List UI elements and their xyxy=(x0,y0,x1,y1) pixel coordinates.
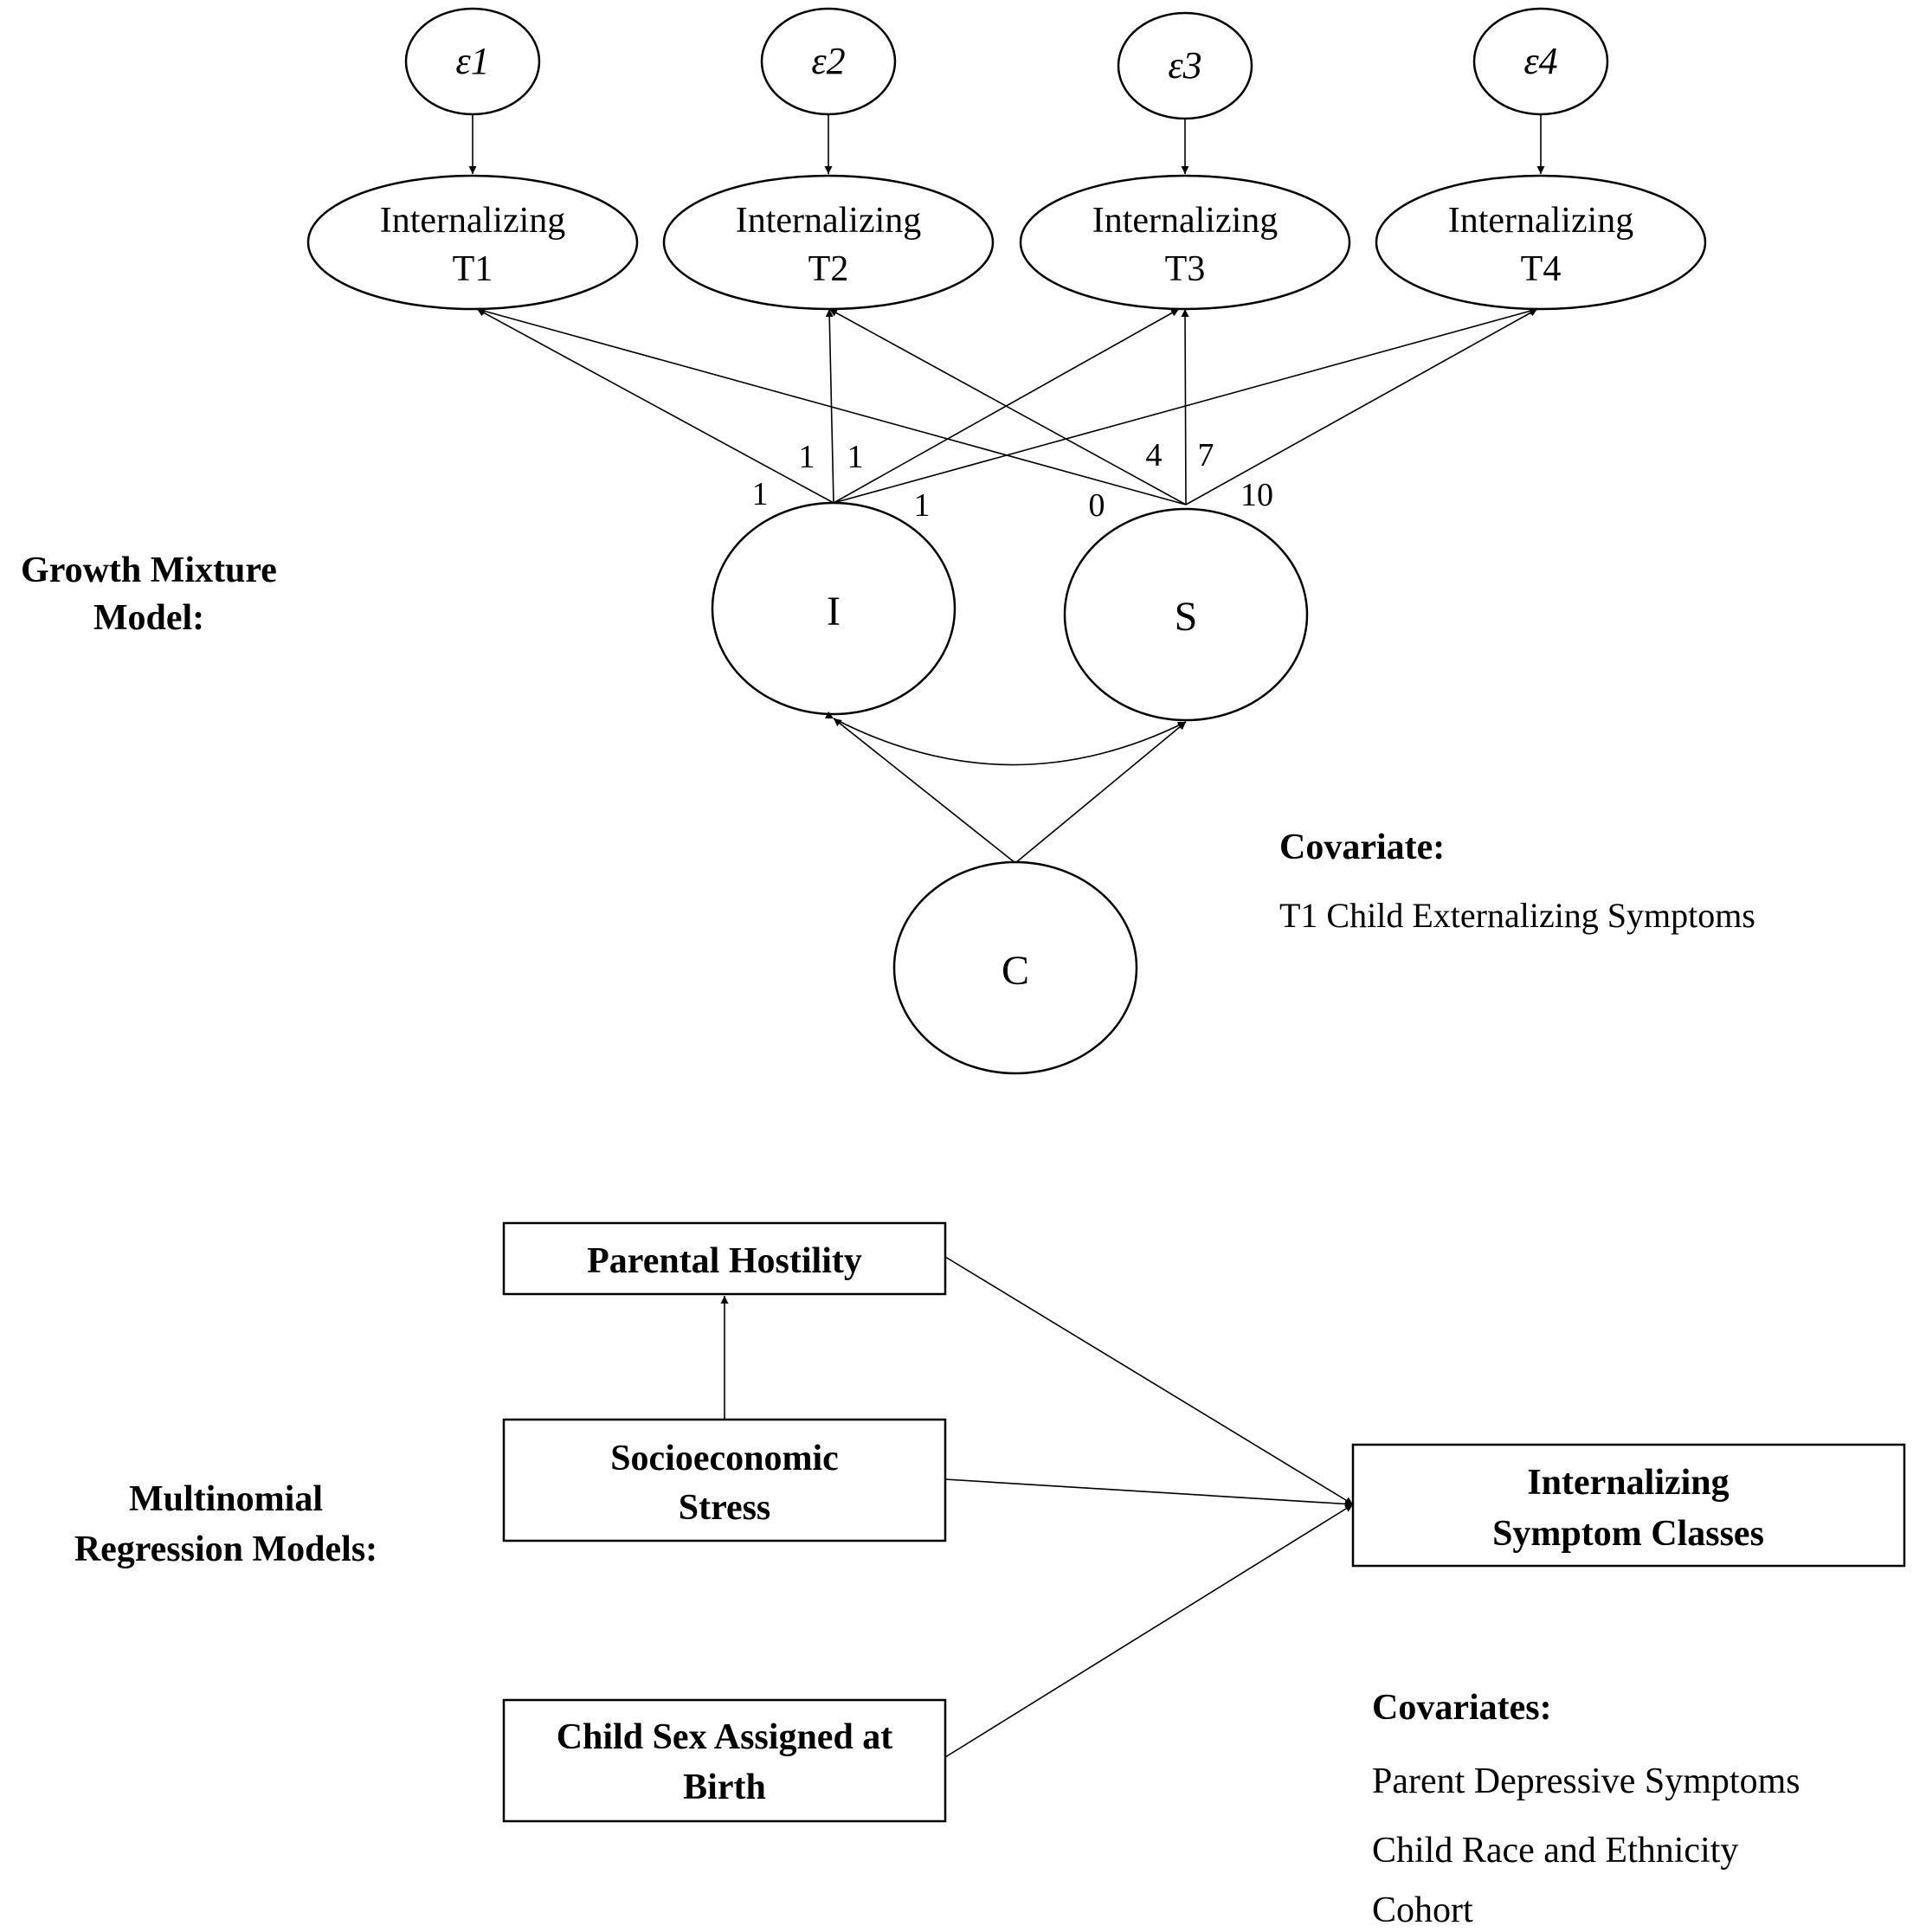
error4-label: ε4 xyxy=(1523,40,1557,82)
outcome-label-line2: Symptom Classes xyxy=(1492,1514,1764,1554)
mrm-covariate-1: Parent Depressive Symptoms xyxy=(1372,1761,1800,1801)
parental-hostility-box xyxy=(502,1221,947,1296)
indicator-t1-line1: Internalizing xyxy=(380,201,566,241)
error3-circle xyxy=(1117,11,1253,120)
indicator-t3-line1: Internalizing xyxy=(1092,201,1279,241)
loading-i-t1: 1 xyxy=(752,476,769,512)
loading-s-t1: 0 xyxy=(1089,487,1105,524)
slope-factor xyxy=(1063,507,1309,722)
indicator-t4-line2: T4 xyxy=(1521,249,1562,289)
error1-circle xyxy=(404,7,541,116)
path-s-t4 xyxy=(1185,308,1538,506)
class-variable-label: C xyxy=(1002,948,1029,994)
indicator-t2 xyxy=(662,174,995,311)
indicator-t3 xyxy=(1019,174,1351,311)
indicator-t4 xyxy=(1375,174,1707,311)
path-hostility-outcome xyxy=(944,1256,1354,1505)
gmm-covariate-item: T1 Child Externalizing Symptoms xyxy=(1279,896,1755,935)
mrm-covariates-heading: Covariates: xyxy=(1372,1688,1552,1728)
gmm-title-line1: Growth Mixture xyxy=(21,551,277,590)
child-sex-box xyxy=(502,1698,947,1823)
error2-circle xyxy=(760,7,897,116)
loading-i-t4: 1 xyxy=(914,487,931,524)
path-i-t2 xyxy=(825,308,834,504)
ses-box xyxy=(502,1418,947,1542)
outcome-box xyxy=(1351,1443,1906,1568)
loading-i-t2: 1 xyxy=(799,439,815,475)
indicator-t2-line1: Internalizing xyxy=(736,201,922,241)
gmm-title-line2: Model: xyxy=(93,598,204,638)
loading-s-t3: 7 xyxy=(1198,437,1214,473)
indicator-t1-line2: T1 xyxy=(453,249,493,289)
path-s-t3 xyxy=(1181,308,1189,506)
path-i-t1 xyxy=(476,308,834,504)
class-variable xyxy=(892,860,1138,1075)
covariance-i-s xyxy=(824,711,1187,766)
mrm-covariate-3: Cohort xyxy=(1372,1890,1473,1930)
path-ses-outcome xyxy=(944,1478,1354,1508)
gmm-covariate-heading: Covariate: xyxy=(1279,828,1445,867)
path-s-t1 xyxy=(476,307,1187,506)
mrm-covariate-2: Child Race and Ethnicity xyxy=(1372,1831,1738,1871)
child-sex-label-line2: Birth xyxy=(683,1768,766,1807)
outcome-label-line1: Internalizing xyxy=(1527,1463,1729,1503)
error4-circle xyxy=(1472,7,1609,116)
indicator-t4-line1: Internalizing xyxy=(1448,201,1634,241)
loading-s-t4: 10 xyxy=(1240,477,1273,513)
error2-label: ε2 xyxy=(811,40,845,82)
path-c-s xyxy=(1014,721,1187,864)
path-sex-outcome xyxy=(944,1504,1354,1758)
error1-label: ε1 xyxy=(455,40,489,82)
mrm-title-line1: Multinomial xyxy=(129,1479,323,1519)
indicator-t3-line2: T3 xyxy=(1165,249,1206,289)
mrm-title-line2: Regression Models: xyxy=(74,1530,377,1569)
path-s-t2 xyxy=(828,308,1187,506)
slope-factor-label: S xyxy=(1175,594,1198,640)
parental-hostility-label: Parental Hostility xyxy=(587,1241,862,1281)
error3-label: ε3 xyxy=(1168,44,1201,87)
indicator-t1 xyxy=(306,174,639,311)
ses-label-line1: Socioeconomic xyxy=(610,1439,839,1478)
intercept-factor-label: I xyxy=(827,589,841,634)
path-c-i xyxy=(833,718,1016,864)
loading-i-t3: 1 xyxy=(847,439,864,475)
ses-label-line2: Stress xyxy=(679,1488,771,1528)
child-sex-label-line1: Child Sex Assigned at xyxy=(557,1717,893,1757)
loading-s-t2: 4 xyxy=(1146,437,1163,473)
indicator-t2-line2: T2 xyxy=(808,249,849,289)
